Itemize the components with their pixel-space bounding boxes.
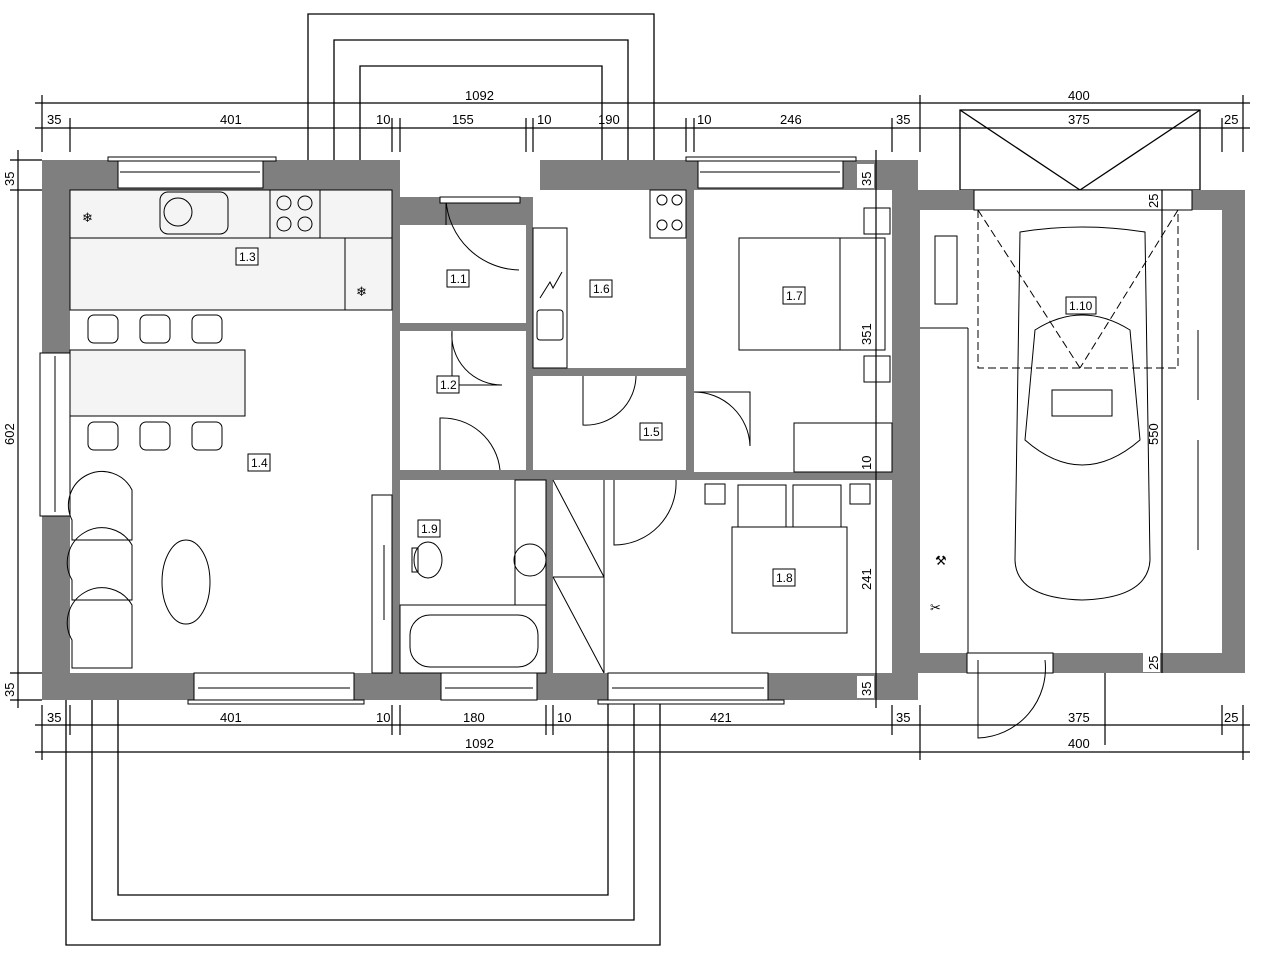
- dim: 35: [2, 683, 17, 697]
- dim-total: 1092: [465, 736, 494, 751]
- dim: 351: [859, 323, 874, 345]
- mower-icon: [934, 235, 958, 305]
- sofa: [66, 470, 133, 669]
- dimensions-left: 35 602 35: [2, 150, 42, 708]
- dim: 155: [452, 112, 474, 127]
- dim: 421: [710, 710, 732, 725]
- utility-fixtures: [532, 189, 687, 369]
- kitchen: ❄ ❄: [66, 189, 393, 674]
- doors: [439, 196, 1046, 739]
- dimensions-bottom: 35 401 10 180 10 421 35 375 25 1092 400: [35, 673, 1250, 760]
- dining-table: [69, 349, 246, 417]
- dim-total: 1092: [465, 88, 494, 103]
- electric-icon: [539, 271, 563, 299]
- windows: [39, 156, 1193, 705]
- pliers-icon: ✂: [930, 600, 941, 615]
- dim: 35: [2, 172, 17, 186]
- dim: 401: [220, 112, 242, 127]
- room-label: 1.4: [251, 456, 268, 470]
- wardrobe: [371, 494, 393, 674]
- room-labels: 1.1 1.2 1.3 1.4 1.5 1.6 1.7 1.8 1.9 1.10: [235, 247, 1097, 587]
- dim: 375: [1068, 112, 1090, 127]
- dim-garage-total: 400: [1068, 736, 1090, 751]
- dim: 246: [780, 112, 802, 127]
- dim: 401: [220, 710, 242, 725]
- dim: 35: [896, 710, 910, 725]
- chairs: [87, 314, 223, 451]
- fridge-icon: ❄: [356, 284, 367, 299]
- dim: 241: [859, 568, 874, 590]
- sink-icon: [159, 191, 229, 235]
- dim: 602: [2, 423, 17, 445]
- dim: 25: [1224, 112, 1238, 127]
- dim: 35: [47, 112, 61, 127]
- stove-icon: [269, 189, 321, 239]
- terrace-top: [307, 13, 655, 160]
- room-label: 1.7: [786, 289, 803, 303]
- dim: 25: [1224, 710, 1238, 725]
- dim: 25: [1146, 656, 1161, 670]
- hammer-icon: ⚒: [935, 553, 947, 568]
- dim: 10: [859, 456, 874, 470]
- dim: 375: [1068, 710, 1090, 725]
- dim: 10: [376, 710, 390, 725]
- dim: 180: [463, 710, 485, 725]
- dim-garage-total: 400: [1068, 88, 1090, 103]
- dim: 550: [1146, 423, 1161, 445]
- room-label: 1.5: [643, 425, 660, 439]
- room-label: 1.2: [440, 378, 457, 392]
- dim: 10: [376, 112, 390, 127]
- dim: 35: [47, 710, 61, 725]
- dim: 10: [557, 710, 571, 725]
- dim: 10: [697, 112, 711, 127]
- room-label: 1.6: [593, 282, 610, 296]
- room-label: 1.10: [1069, 299, 1093, 313]
- dim: 10: [537, 112, 551, 127]
- room-label: 1.1: [450, 272, 467, 286]
- room-label: 1.3: [239, 250, 256, 264]
- coffee-table: [161, 539, 211, 625]
- dim: 190: [598, 112, 620, 127]
- room-label: 1.8: [776, 571, 793, 585]
- dim: 35: [859, 172, 874, 186]
- bathroom-fixtures: [399, 479, 605, 674]
- car-icon: [1014, 226, 1151, 601]
- room-label: 1.9: [421, 522, 438, 536]
- terrace-bottom: [65, 700, 661, 946]
- freezer-icon: ❄: [82, 210, 93, 225]
- dimensions-inner: 35 351 10 241 35 25 550 25: [857, 150, 1163, 708]
- dim: 25: [1146, 194, 1161, 208]
- dim: 35: [896, 112, 910, 127]
- bedroom-furniture: [704, 207, 893, 634]
- dimensions-top: 1092 400 35 401 10 155 10 190 10 246 35 …: [35, 88, 1250, 152]
- dim: 35: [859, 682, 874, 696]
